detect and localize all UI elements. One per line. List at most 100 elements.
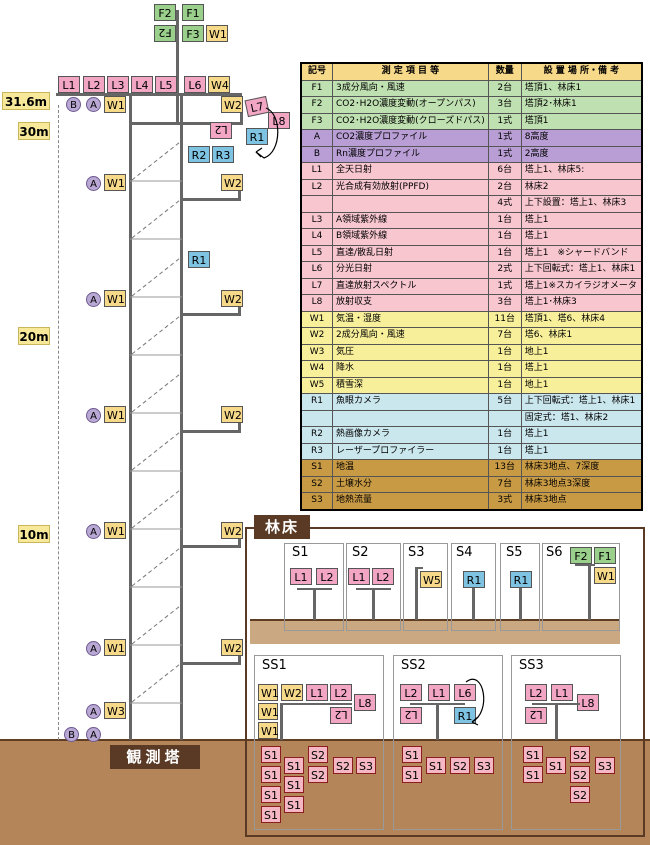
tag-l5-tower: L5	[155, 76, 177, 93]
circle-a-level4: A	[86, 524, 101, 539]
legend-cell-code: A	[300, 129, 333, 147]
circle-a-level3: A	[86, 408, 101, 423]
tag-l2-tower: L2	[83, 76, 105, 93]
tag-w2-31m: W2	[221, 96, 243, 113]
tag-w1-ss1-b: W1	[258, 703, 279, 720]
tag-w2-level2: W2	[221, 290, 243, 307]
legend-cell-item: 魚眼カメラ	[332, 393, 489, 411]
legend-cell-code: L7	[300, 277, 333, 295]
legend-cell-code: R2	[300, 426, 333, 444]
tag-l1-ss3: L1	[551, 684, 573, 701]
legend-cell-qty: 7台	[487, 327, 522, 345]
legend-cell-place: 地上1	[520, 376, 643, 394]
height-guide-line	[58, 105, 59, 740]
legend-cell-qty: 1台	[487, 442, 522, 460]
tag-l1-s2: L1	[348, 568, 370, 585]
legend-cell-code	[300, 409, 333, 427]
tag-s1-ss2-3: S1	[426, 757, 446, 774]
legend-cell-place: 塔6、林床1	[520, 327, 643, 345]
plot-s4-label: S4	[456, 545, 473, 560]
tower-bracing	[130, 122, 182, 704]
tag-w1-level3: W1	[104, 406, 126, 423]
legend-cell-item: CO2･H2O濃度変動(クローズドパス)	[332, 112, 489, 130]
tower-arm-1	[180, 198, 240, 201]
tower-arm-3	[180, 430, 240, 433]
legend-cell-place: 固定式：塔1、林床2	[520, 409, 643, 427]
tag-w1-level2: W1	[104, 290, 126, 307]
plot-s1-label: S1	[292, 545, 309, 560]
circle-a-level6: A	[86, 704, 101, 719]
tag-s2-ss1-3: S2	[333, 757, 353, 774]
tag-l6-ss2: L6	[454, 684, 476, 701]
ss3-mount-post	[555, 703, 558, 740]
legend-cell-place: 上下回転式：塔上1、林床1	[520, 393, 643, 411]
tag-s2-ss3-2: S2	[570, 766, 590, 783]
tower-arm-2	[180, 313, 240, 316]
tag-w2-level1: W2	[221, 174, 243, 191]
legend-cell-item: CO2濃度プロファイル	[332, 129, 489, 147]
legend-cell-item: 熱画像カメラ	[332, 426, 489, 444]
tag-r3-tower: R3	[212, 146, 234, 163]
tower-label: 観測塔	[110, 745, 200, 769]
tag-l2-tower-inverted: L2	[210, 122, 232, 139]
legend-header-qty: 数量	[487, 62, 522, 81]
s6-mount-post	[588, 564, 591, 620]
tag-s3-ss2: S3	[474, 757, 494, 774]
tag-l2-s2: L2	[372, 568, 394, 585]
s3-mount-arm	[415, 567, 423, 569]
ss2-mount-post	[436, 703, 439, 740]
plot-ss3	[511, 655, 621, 830]
legend-cell-code: W2	[300, 327, 333, 345]
tag-l1-ss2: L1	[428, 684, 450, 701]
legend-cell-qty: 3式	[487, 492, 522, 510]
legend-cell-code: F1	[300, 79, 333, 97]
tag-s1-ss3-3: S1	[546, 757, 566, 774]
legend-cell-place: 8高度	[520, 129, 643, 147]
plot-ss1	[254, 655, 384, 830]
legend-cell-place: 塔上1	[520, 426, 643, 444]
legend-cell-place: 塔頂2･林床1	[520, 96, 643, 114]
tag-s2-ss1-1: S2	[308, 746, 328, 763]
tag-w1-level1: W1	[104, 174, 126, 191]
legend-cell-qty: 2台	[487, 79, 522, 97]
legend-cell-qty: 3台	[487, 96, 522, 114]
tag-w1-top: W1	[206, 25, 228, 42]
plot-ss3-label: SS3	[519, 658, 544, 673]
tag-w4-tower: W4	[208, 76, 230, 93]
plot-s3	[403, 543, 448, 631]
legend-header-item: 測 定 項 目 等	[332, 62, 489, 81]
legend-cell-code: W1	[300, 310, 333, 328]
legend-cell-place: 上下設置：塔上1、林床3	[520, 195, 643, 213]
tower-arm-3-post	[238, 415, 241, 433]
plot-s6	[542, 543, 620, 631]
legend-cell-item: 気温・湿度	[332, 310, 489, 328]
s6-mount-arm	[575, 564, 595, 566]
legend-cell-item: 放射収支	[332, 294, 489, 312]
tag-f2-top: F2	[154, 4, 176, 21]
legend-cell-code: L5	[300, 244, 333, 262]
s5-mount-post	[519, 588, 522, 620]
legend-cell-item: 土壌水分	[332, 475, 489, 493]
circle-b-top: B	[66, 97, 81, 112]
tag-w3-ground: W3	[104, 702, 126, 719]
tag-l3-tower: L3	[107, 76, 129, 93]
legend-cell-code: F2	[300, 96, 333, 114]
legend-cell-item: 全天日射	[332, 162, 489, 180]
ground-surface-line	[0, 739, 650, 741]
legend-cell-qty: 2台	[487, 178, 522, 196]
legend-cell-item: 直達/散乱日射	[332, 244, 489, 262]
legend-row: 4式上下設置：塔上1、林床3	[300, 195, 643, 213]
legend-cell-qty: 1台	[487, 376, 522, 394]
